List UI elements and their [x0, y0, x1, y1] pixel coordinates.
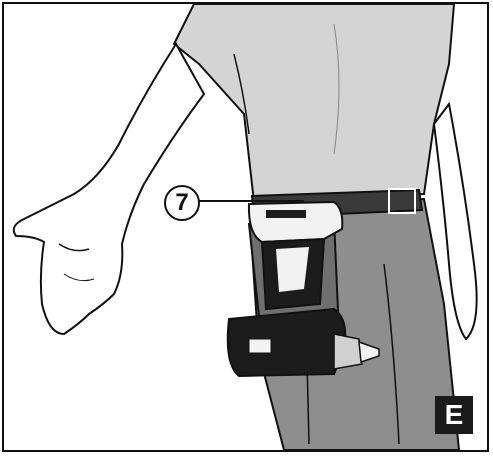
drill-body [228, 309, 346, 376]
figure-frame: 7 E [2, 2, 489, 452]
figure-label: E [435, 396, 473, 434]
illustration-holster-drill [4, 4, 487, 450]
shirt [174, 4, 454, 202]
callout-number-7: 7 [164, 185, 200, 221]
drill-battery [249, 202, 342, 242]
